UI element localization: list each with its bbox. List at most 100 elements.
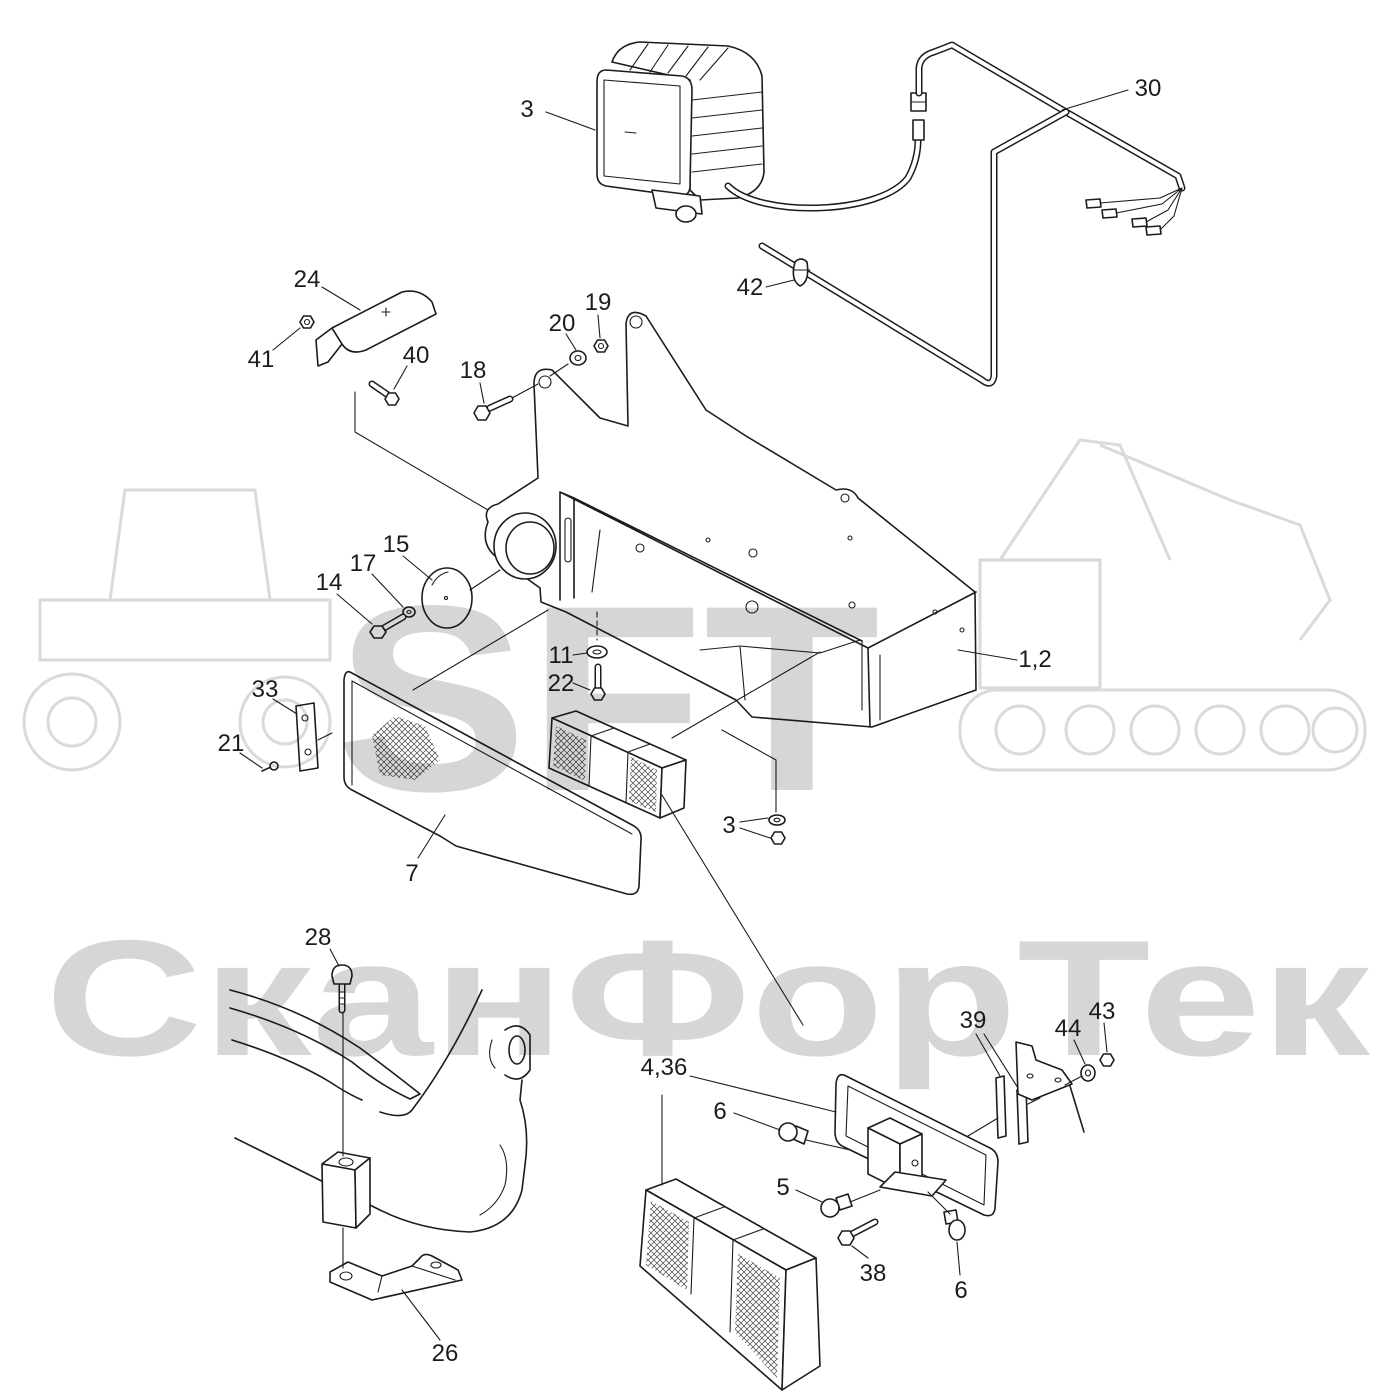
bolt-28 xyxy=(331,964,353,1014)
main-frame-outline xyxy=(484,311,977,728)
work-lamp xyxy=(596,41,765,223)
callout-label: 20 xyxy=(549,310,576,337)
frame-hole xyxy=(959,627,965,633)
callout-label: 3 xyxy=(722,812,735,839)
harness-terminal xyxy=(1085,198,1102,209)
main-frame-rim xyxy=(559,491,977,728)
callout-label: 6 xyxy=(713,1098,726,1125)
callout-label: 4,36 xyxy=(641,1054,688,1081)
main-frame-slot xyxy=(564,517,572,563)
main-frame-cutout xyxy=(591,529,881,721)
callout-label: 14 xyxy=(316,569,343,596)
washer-44 xyxy=(1080,1064,1096,1082)
spacer-block xyxy=(321,1151,371,1229)
tail-lamp-end xyxy=(659,759,687,819)
bulb-6-upper xyxy=(778,1122,809,1145)
tail-lamp-end xyxy=(781,1257,821,1391)
frame-top-hole xyxy=(538,375,552,389)
lamp-cable xyxy=(724,92,927,212)
tail-lamp-reflector xyxy=(553,726,586,781)
callout-label: 19 xyxy=(585,289,612,316)
cable-clip xyxy=(792,258,811,287)
frame-hole xyxy=(635,543,645,553)
callout-label: 24 xyxy=(294,266,321,293)
harness-terminal xyxy=(1145,225,1162,236)
upper-bracket xyxy=(315,290,437,367)
washer-11 xyxy=(586,645,608,659)
spacer-plates-39 xyxy=(995,1075,1029,1145)
nut-19 xyxy=(593,339,609,353)
callout-label: 22 xyxy=(548,670,575,697)
harness-terminal xyxy=(1101,208,1118,219)
bulb-6-lower xyxy=(943,1209,966,1241)
work-lamp-lens xyxy=(603,79,681,185)
callout-label: 6 xyxy=(954,1277,967,1304)
tail-lamp-exploded xyxy=(639,1178,821,1391)
callout-label: 7 xyxy=(405,860,418,887)
callout-label: 44 xyxy=(1055,1015,1082,1042)
nut-3 xyxy=(770,831,786,845)
callout-label: 40 xyxy=(403,342,430,369)
cable-connector-lower xyxy=(912,119,925,141)
tail-lamp-dividers xyxy=(588,727,651,804)
side-plate-reflector xyxy=(372,716,440,780)
bolt-40 xyxy=(368,380,400,406)
callout-labels: 3 30 24 20 19 41 40 18 42 15 17 14 11 22… xyxy=(218,75,1162,1367)
callout-label: 21 xyxy=(218,730,245,757)
frame-hole xyxy=(745,600,759,614)
work-lamp-lens-mark xyxy=(624,131,637,134)
watermark-excavator-outline xyxy=(958,438,1367,772)
nut-41 xyxy=(299,315,315,329)
watermark-tractor-outline xyxy=(22,488,332,772)
callout-label: 15 xyxy=(383,531,410,558)
side-plate-7 xyxy=(343,670,642,896)
work-lamp-mount-knob xyxy=(675,205,697,223)
frame-hole xyxy=(848,601,856,609)
wiring-harness xyxy=(758,41,1186,387)
callout-label: 30 xyxy=(1135,75,1162,102)
callout-label: 5 xyxy=(776,1174,789,1201)
round-cover-15 xyxy=(421,567,473,629)
small-bracket-33 xyxy=(295,702,319,772)
frame-round-opening-inner xyxy=(505,521,555,575)
callout-label: 3 xyxy=(520,96,533,123)
lamp-mount-bracket xyxy=(1015,1041,1085,1133)
work-lamp-top-fins xyxy=(629,43,729,81)
tail-lamp-reflector xyxy=(735,1254,780,1378)
harness-wires xyxy=(1099,187,1183,231)
watermark: SFT СканФорТек xyxy=(22,438,1371,1090)
callout-label: 42 xyxy=(737,274,764,301)
watermark-text: СканФорТек xyxy=(45,906,1371,1090)
watermark-logo: SFT xyxy=(335,551,880,847)
callout-label: 28 xyxy=(305,924,332,951)
callout-label: 39 xyxy=(960,1007,987,1034)
callout-label: 43 xyxy=(1089,998,1116,1025)
tail-lamp-reflector xyxy=(646,1201,689,1290)
callout-label: 38 xyxy=(860,1260,887,1287)
assembly-lines xyxy=(317,363,1083,1269)
washer-20 xyxy=(569,350,587,366)
frame-hole xyxy=(705,537,711,543)
callout-label: 1,2 xyxy=(1018,646,1051,673)
work-lamp-side-fins xyxy=(691,91,763,173)
callout-label: 11 xyxy=(549,642,574,669)
frame-hole xyxy=(748,548,758,558)
tail-lamp-reflector xyxy=(629,757,657,812)
bolt-14 xyxy=(369,613,407,639)
callout-label: 41 xyxy=(248,346,275,373)
bulb-socket-block xyxy=(867,1117,947,1197)
washer-3 xyxy=(768,814,786,826)
tail-lamp-dividers xyxy=(690,1206,764,1333)
bulb-5 xyxy=(820,1193,853,1218)
main-frame xyxy=(484,311,977,728)
harness-terminal xyxy=(1131,217,1148,228)
callout-label: 26 xyxy=(432,1340,459,1367)
frame-hole xyxy=(840,493,850,503)
tail-lamp-mounted xyxy=(548,710,687,819)
frame-top-hole xyxy=(629,315,643,329)
frame-hole xyxy=(932,609,938,615)
upper-bracket-hole xyxy=(381,307,391,317)
bolt-18 xyxy=(473,395,514,421)
frame-hole xyxy=(847,535,853,541)
